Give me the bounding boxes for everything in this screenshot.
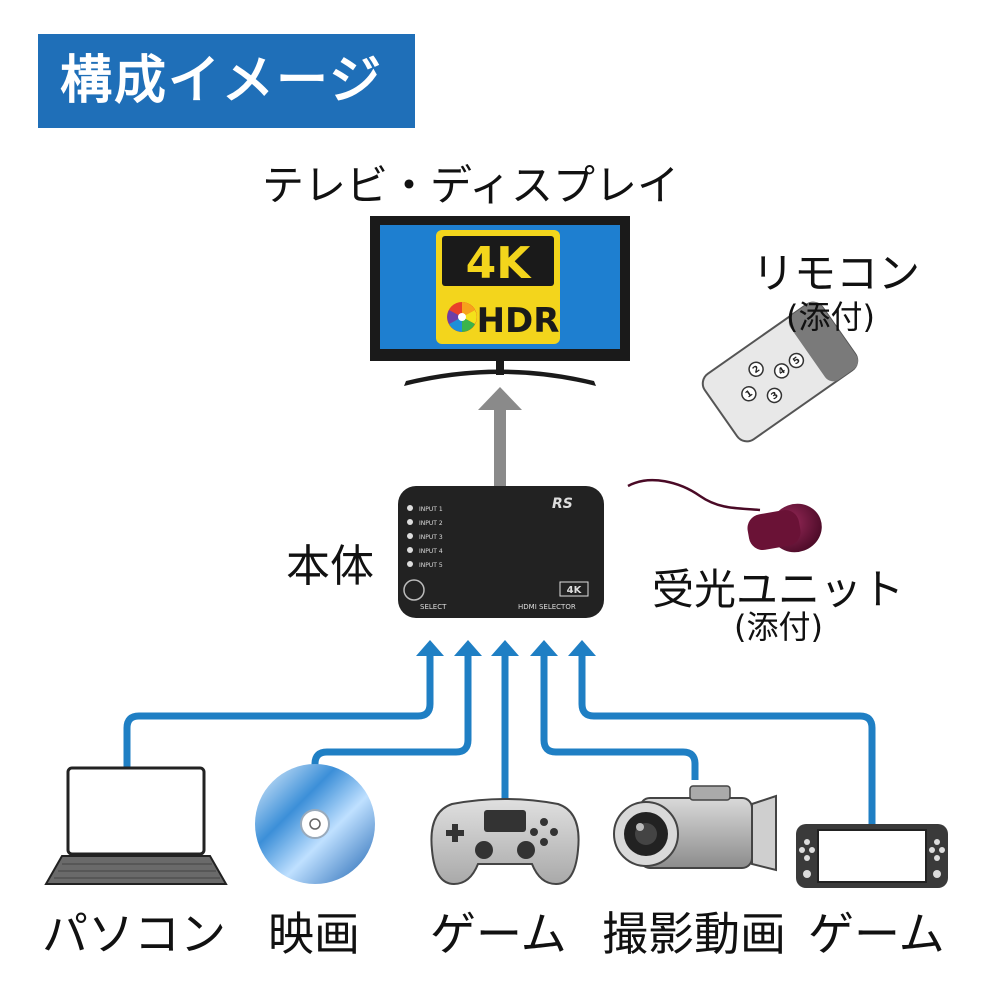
selector-unit: INPUT 1 INPUT 2 INPUT 3 INPUT 4 INPUT 5 … [398, 486, 604, 618]
select-label: SELECT [420, 603, 447, 611]
input-leds [407, 505, 413, 567]
product-label: HDMI SELECTOR [518, 603, 576, 611]
receiver-unit [627, 478, 822, 553]
input-label-3: INPUT 3 [419, 534, 443, 541]
tv-display: 4K HDR [370, 216, 630, 386]
handheld-console-icon [796, 824, 948, 888]
unit-4k-badge: 4K [567, 585, 583, 596]
device-label-video: 撮影動画 [602, 907, 786, 961]
device-label-movie: 映画 [268, 907, 360, 961]
device-label-pc: パソコン [42, 907, 226, 961]
camcorder-icon [613, 785, 777, 872]
unit-label: 本体 [286, 541, 374, 592]
brand-logo-icon: RS [552, 496, 573, 512]
remote-label: リモコン [752, 249, 921, 298]
tv-label: テレビ・ディスプレイ [262, 161, 680, 210]
receiver-note: (添付) [734, 608, 823, 646]
color-wheel-icon [447, 302, 477, 332]
input-arrowheads [416, 640, 596, 656]
receiver-label: 受光ユニット [652, 565, 905, 614]
page-title: 構成イメージ [38, 34, 415, 128]
output-arrow [478, 387, 522, 486]
input-connectors [123, 654, 876, 824]
select-button[interactable] [403, 579, 425, 601]
input-label-2: INPUT 2 [419, 520, 443, 527]
input-label-5: INPUT 5 [419, 562, 443, 569]
laptop-icon [44, 766, 228, 885]
tv-stand [404, 369, 596, 386]
badge-4k-text: 4K [466, 238, 533, 289]
disc-icon [255, 764, 375, 884]
remote-note: (添付) [786, 298, 875, 336]
device-label-game: ゲーム [430, 907, 567, 961]
device-label-game-2: ゲーム [808, 907, 945, 961]
input-label-1: INPUT 1 [419, 506, 443, 513]
gamepad-icon [430, 798, 580, 886]
remote-control [701, 301, 859, 443]
badge-hdr-text: HDR [477, 301, 560, 341]
input-label-4: INPUT 4 [419, 548, 443, 555]
